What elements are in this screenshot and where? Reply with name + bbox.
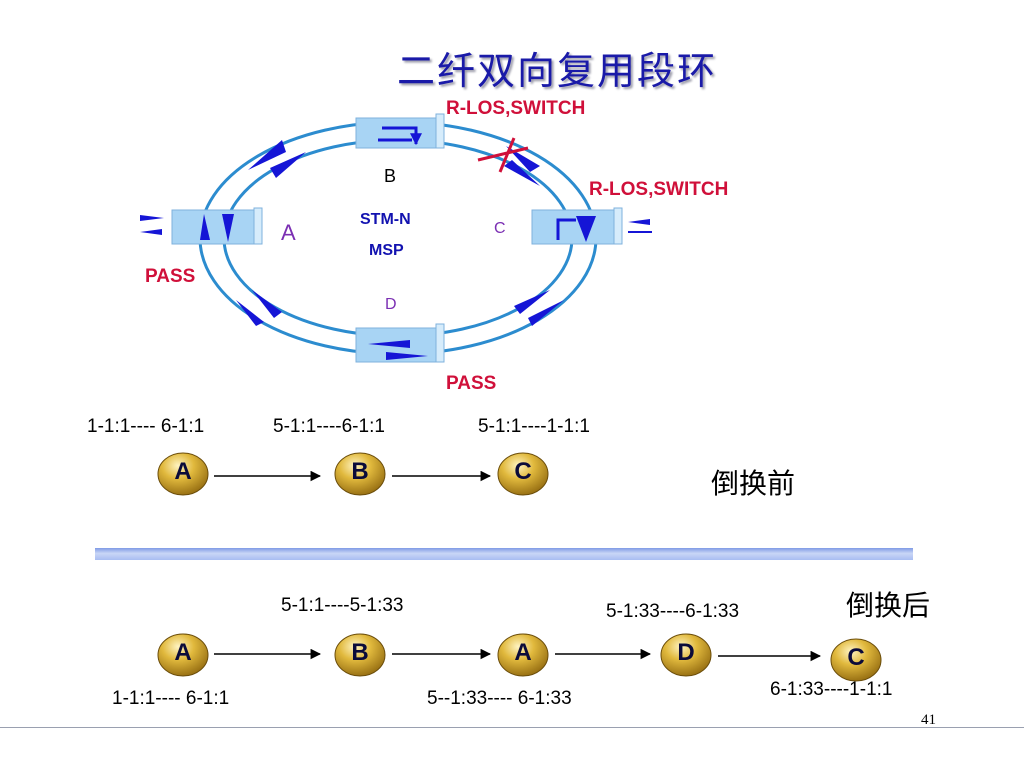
section-divider [95,548,913,560]
footer-rule [0,727,1024,728]
after-node-letter-1: B [351,639,369,666]
before-node-badge-1 [334,452,386,496]
after-node-badge-2 [497,633,549,677]
after-conn-5: 6-1:33----1-1:1 [770,679,893,700]
before-conn-1: 1-1:1---- 6-1:1 [87,416,205,437]
before-conn-3: 5-1:1----1-1:1 [478,416,590,437]
node-label-C: C [494,220,506,237]
node-label-D: D [385,296,397,313]
after-node-badge-4 [830,638,882,682]
ring-node-C [531,207,652,245]
after-node-badge-3 [660,633,712,677]
ring-center-stm: STM-N [360,211,411,228]
node-label-B: B [384,166,397,186]
ring-center-msp: MSP [369,242,404,259]
after-node-letter-0: A [174,639,192,666]
node-label-A: A [281,220,296,245]
before-node-letter-0: A [174,458,192,485]
after-node-badge-1 [334,633,386,677]
status-B: R-LOS,SWITCH [446,98,586,119]
before-conn-2: 5-1:1----6-1:1 [273,416,385,437]
before-node-badge-0 [157,452,209,496]
ring-node-A [140,207,263,245]
slide-title: 二纤双向复用段环 [396,49,717,93]
status-D: PASS [446,373,497,394]
after-node-letter-3: D [677,639,695,666]
status-C: R-LOS,SWITCH [589,179,729,200]
status-A: PASS [145,266,196,287]
after-conn-1: 1-1:1---- 6-1:1 [112,688,230,709]
ring-diagram [140,113,652,363]
ring-node-D [355,323,445,363]
fiber-break-mark [477,137,529,173]
ring-arrows [236,140,564,326]
before-node-letter-1: B [351,458,369,485]
before-node-badge-2 [497,452,549,496]
after-conn-3: 5--1:33---- 6-1:33 [427,688,572,709]
connection-flows [157,452,882,682]
after-node-badge-0 [157,633,209,677]
after-conn-4: 5-1:33----6-1:33 [606,601,740,622]
before-node-letter-2: C [514,458,532,485]
after-node-letter-2: A [514,639,532,666]
after-node-letter-4: C [847,644,865,671]
ring-node-B [355,113,445,149]
after-conn-2: 5-1:1----5-1:33 [281,595,404,616]
page-number: 41 [921,712,936,728]
after-label: 倒换后 [846,589,931,622]
before-label: 倒换前 [711,467,796,500]
